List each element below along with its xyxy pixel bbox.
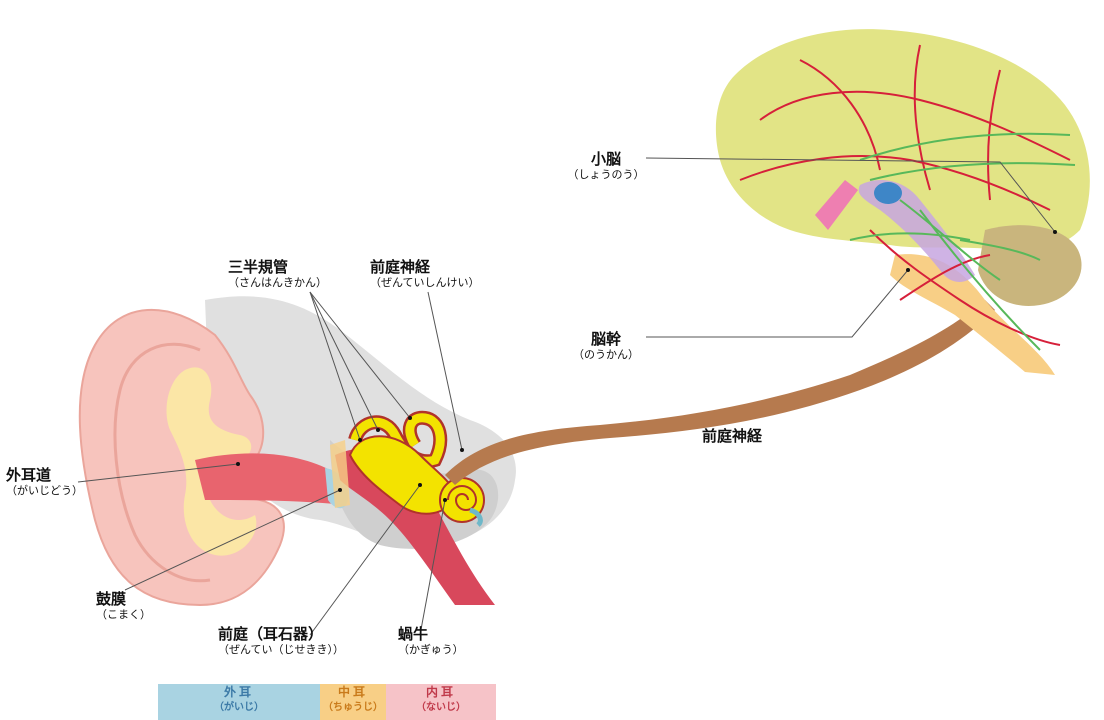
brain-illustration: [716, 29, 1090, 375]
label-brainstem: 脳幹 （のうかん）: [566, 330, 646, 362]
outer-ear-canal-reading: （がいじどう）: [6, 484, 83, 498]
vestibule-name: 前庭（耳石器）: [218, 625, 344, 643]
label-semicircular-canals: 三半規管 （さんはんきかん）: [228, 258, 327, 290]
label-cerebellum: 小脳 （しょうのう）: [566, 150, 646, 182]
eardrum-name: 鼓膜: [96, 590, 151, 608]
legend-middle-ear-name: 中耳: [320, 684, 386, 701]
label-outer-ear-canal: 外耳道 （がいじどう）: [6, 466, 83, 498]
label-vestibule: 前庭（耳石器） （ぜんてい（じせきき））: [218, 625, 344, 657]
vestibule-reading: （ぜんてい（じせきき））: [218, 643, 344, 657]
brainstem-name: 脳幹: [566, 330, 646, 348]
brainstem-reading: （のうかん）: [566, 348, 646, 362]
legend-inner-ear: 内耳 （ないじ）: [386, 684, 496, 720]
legend-inner-ear-reading: （ないじ）: [386, 701, 496, 715]
legend-middle-ear: 中耳 （ちゅうじ）: [320, 684, 386, 720]
cerebellum-name: 小脳: [566, 150, 646, 168]
cerebellum-shape: [978, 225, 1082, 306]
label-vestibular-nerve-brain: 前庭神経: [702, 427, 762, 445]
legend-outer-ear-name: 外耳: [158, 684, 320, 701]
vestibular-nerve-brain-name: 前庭神経: [702, 427, 762, 445]
semicircular-canals-name: 三半規管: [228, 258, 327, 276]
vestibular-nerve-path: [445, 300, 995, 485]
outer-ear-canal-name: 外耳道: [6, 466, 83, 484]
cerebellum-reading: （しょうのう）: [566, 168, 646, 182]
vestibular-nerve-ear-name: 前庭神経: [370, 258, 479, 276]
vestibular-nerve-ear-reading: （ぜんていしんけい）: [370, 276, 479, 290]
label-cochlea: 蝸牛 （かぎゅう）: [398, 625, 464, 657]
cochlea-name: 蝸牛: [398, 625, 464, 643]
semicircular-canals-reading: （さんはんきかん）: [228, 276, 327, 290]
label-eardrum: 鼓膜 （こまく）: [96, 590, 151, 622]
legend-middle-ear-reading: （ちゅうじ）: [320, 701, 386, 715]
cochlea-reading: （かぎゅう）: [398, 643, 464, 657]
thalamus: [874, 182, 902, 204]
legend-outer-ear-reading: （がいじ）: [158, 701, 320, 715]
label-vestibular-nerve-ear: 前庭神経 （ぜんていしんけい）: [370, 258, 479, 290]
eardrum-reading: （こまく）: [96, 608, 151, 622]
legend-outer-ear: 外耳 （がいじ）: [158, 684, 320, 720]
legend-inner-ear-name: 内耳: [386, 684, 496, 701]
